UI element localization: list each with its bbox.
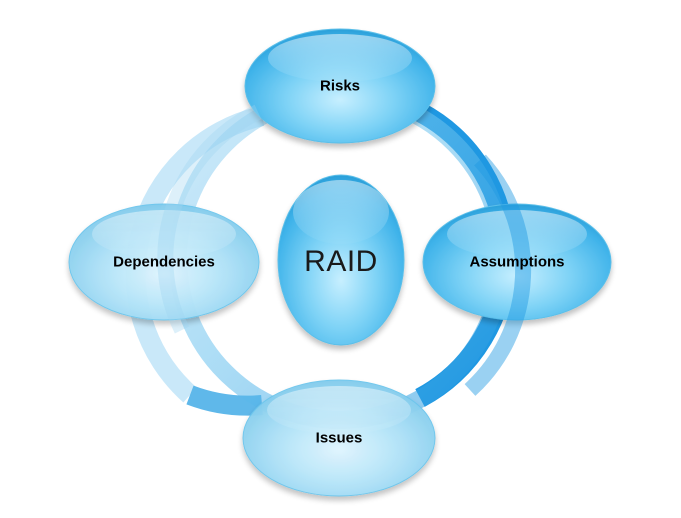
ring-overlay-right — [464, 154, 532, 396]
node-label-dependencies: Dependencies — [113, 253, 215, 271]
node-label-issues: Issues — [315, 429, 363, 447]
center-label: RAID — [304, 245, 378, 278]
node-assumptions — [422, 203, 612, 321]
node-issues — [242, 379, 436, 497]
node-label-assumptions: Assumptions — [469, 253, 565, 271]
ring-overlay-left — [157, 104, 262, 334]
node-dependencies — [68, 203, 260, 321]
node-risks — [244, 28, 436, 144]
center-node — [277, 174, 405, 346]
node-label-risks: Risks — [319, 77, 361, 95]
